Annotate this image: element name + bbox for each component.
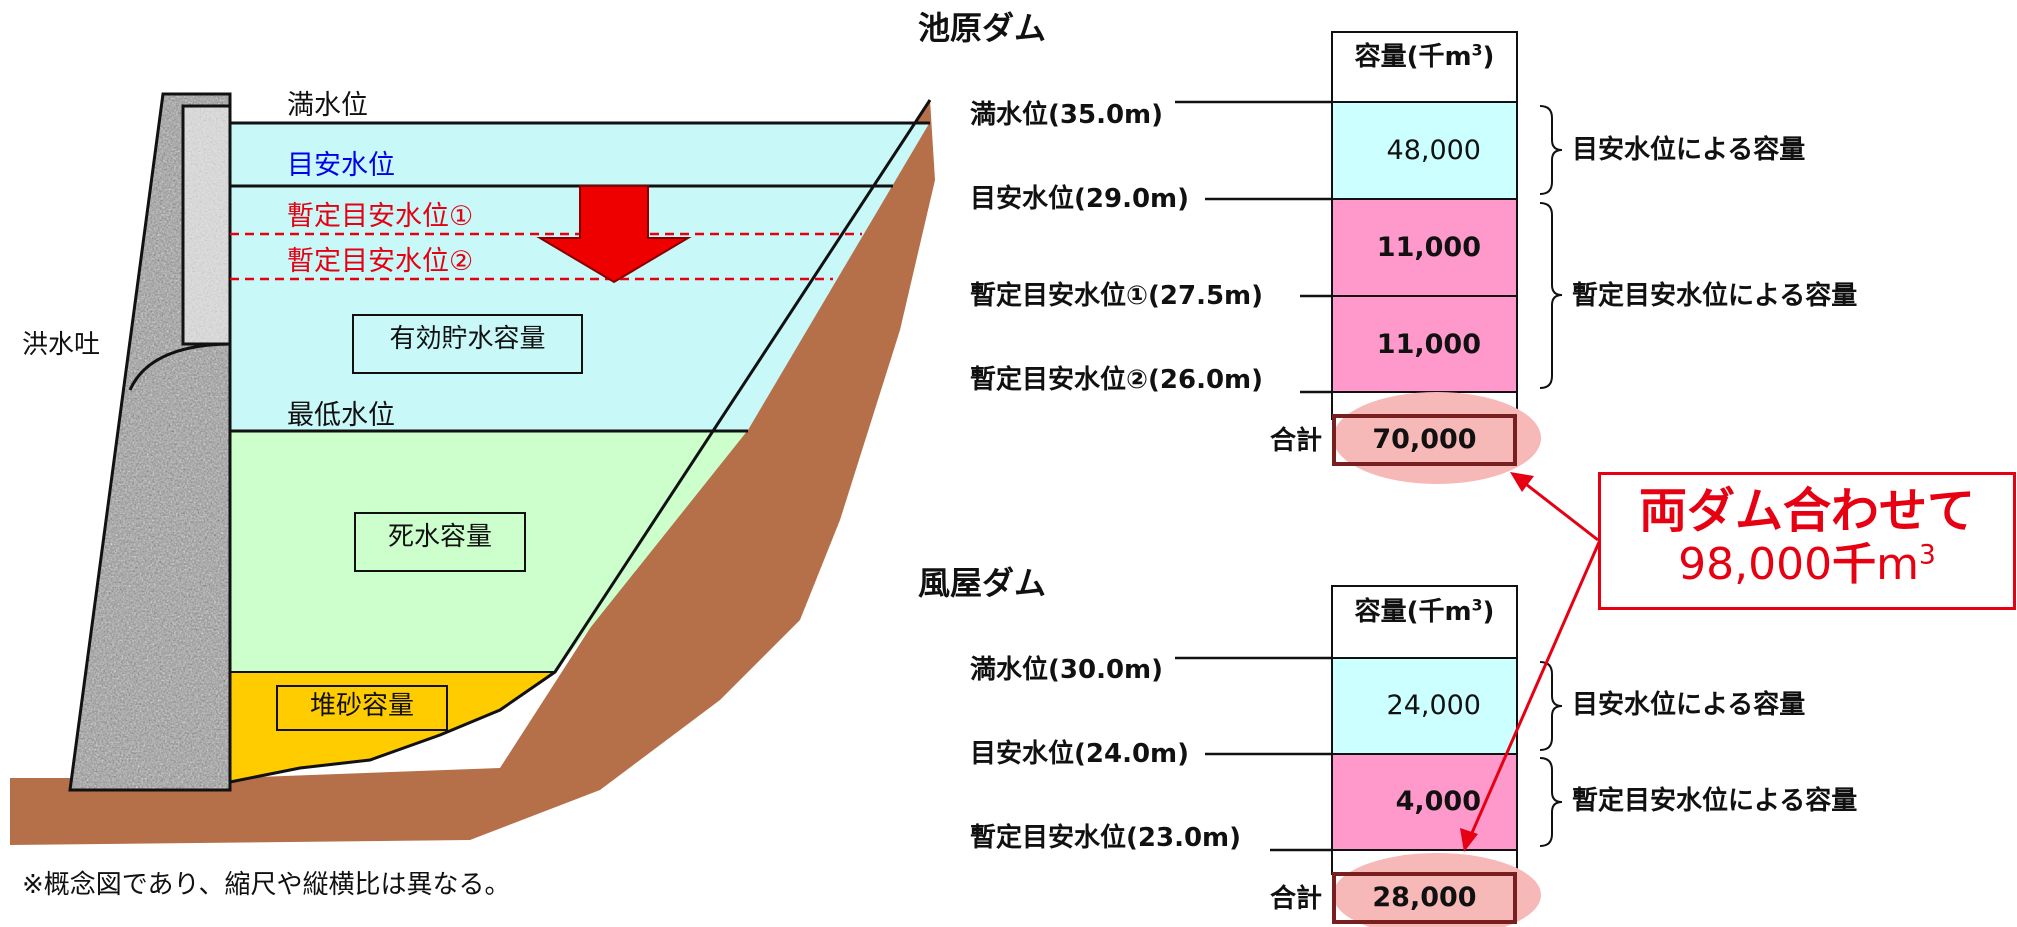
ikehara-title: 池原ダム <box>918 9 1047 47</box>
full-level-label: 満水位 <box>287 90 368 121</box>
ikehara-total-value: 70,000 <box>1332 414 1517 466</box>
spillway <box>183 106 230 344</box>
sediment-area <box>230 672 555 782</box>
ikehara-cell-target: 48,000 <box>1386 135 1481 166</box>
dead-storage-area <box>230 430 748 672</box>
kazaya-title: 風屋ダム <box>918 564 1047 602</box>
kazaya-total-highlight <box>1333 853 1541 927</box>
kazaya-header: 容量(千m3) <box>1354 596 1495 627</box>
ikehara-level-provisional-1: 暫定目安水位①(27.5m) <box>970 281 1264 311</box>
target-level-label: 目安水位 <box>287 150 395 181</box>
kazaya-bracket-provisional: 暫定目安水位による容量 <box>1572 786 1858 816</box>
sediment-storage-box: 堆砂容量 <box>276 685 448 731</box>
dead-storage-box: 死水容量 <box>354 512 526 572</box>
ikehara-bracket-provisional: 暫定目安水位による容量 <box>1572 281 1858 311</box>
kazaya-total-value: 28,000 <box>1332 872 1517 924</box>
kazaya-cell-provisional: 4,000 <box>1395 786 1481 817</box>
spillway-label: 洪水吐 <box>22 330 101 360</box>
kazaya-table <box>1331 585 1518 875</box>
callout-line1: 両ダム合わせて <box>1638 483 1975 539</box>
ikehara-level-provisional-2: 暫定目安水位②(26.0m) <box>970 365 1264 395</box>
ikehara-total-label: 合計 <box>1270 426 1323 456</box>
combined-total-callout: 両ダム合わせて 98,000千m3 <box>1598 472 2016 610</box>
ikehara-level-target: 目安水位(29.0m) <box>970 184 1190 214</box>
ikehara-header: 容量(千m3) <box>1354 41 1495 72</box>
kazaya-cell-target: 24,000 <box>1386 690 1481 721</box>
min-level-label: 最低水位 <box>287 400 395 431</box>
kazaya-level-target: 目安水位(24.0m) <box>970 739 1190 769</box>
kazaya-level-provisional: 暫定目安水位(23.0m) <box>970 823 1242 853</box>
provisional-level-1-label: 暫定目安水位① <box>287 201 474 232</box>
kazaya-level-full: 満水位(30.0m) <box>970 655 1164 685</box>
kazaya-bracket-target: 目安水位による容量 <box>1572 690 1806 720</box>
down-arrow-icon <box>536 185 692 284</box>
earth-ground <box>10 100 935 845</box>
ikehara-table <box>1331 31 1518 420</box>
effective-storage-area <box>230 122 930 430</box>
provisional-level-2-label: 暫定目安水位② <box>287 246 474 277</box>
callout-line2: 98,000千m3 <box>1678 539 1936 590</box>
ikehara-level-full: 満水位(35.0m) <box>970 100 1164 130</box>
diagram-note: ※概念図であり、縮尺や縦横比は異なる。 <box>22 870 511 900</box>
ikehara-cell-provisional-2: 11,000 <box>1376 329 1481 360</box>
ikehara-bracket-target: 目安水位による容量 <box>1572 135 1806 165</box>
ikehara-cell-provisional-1: 11,000 <box>1376 232 1481 263</box>
effective-storage-box: 有効貯水容量 <box>352 314 583 374</box>
kazaya-total-label: 合計 <box>1270 884 1323 914</box>
